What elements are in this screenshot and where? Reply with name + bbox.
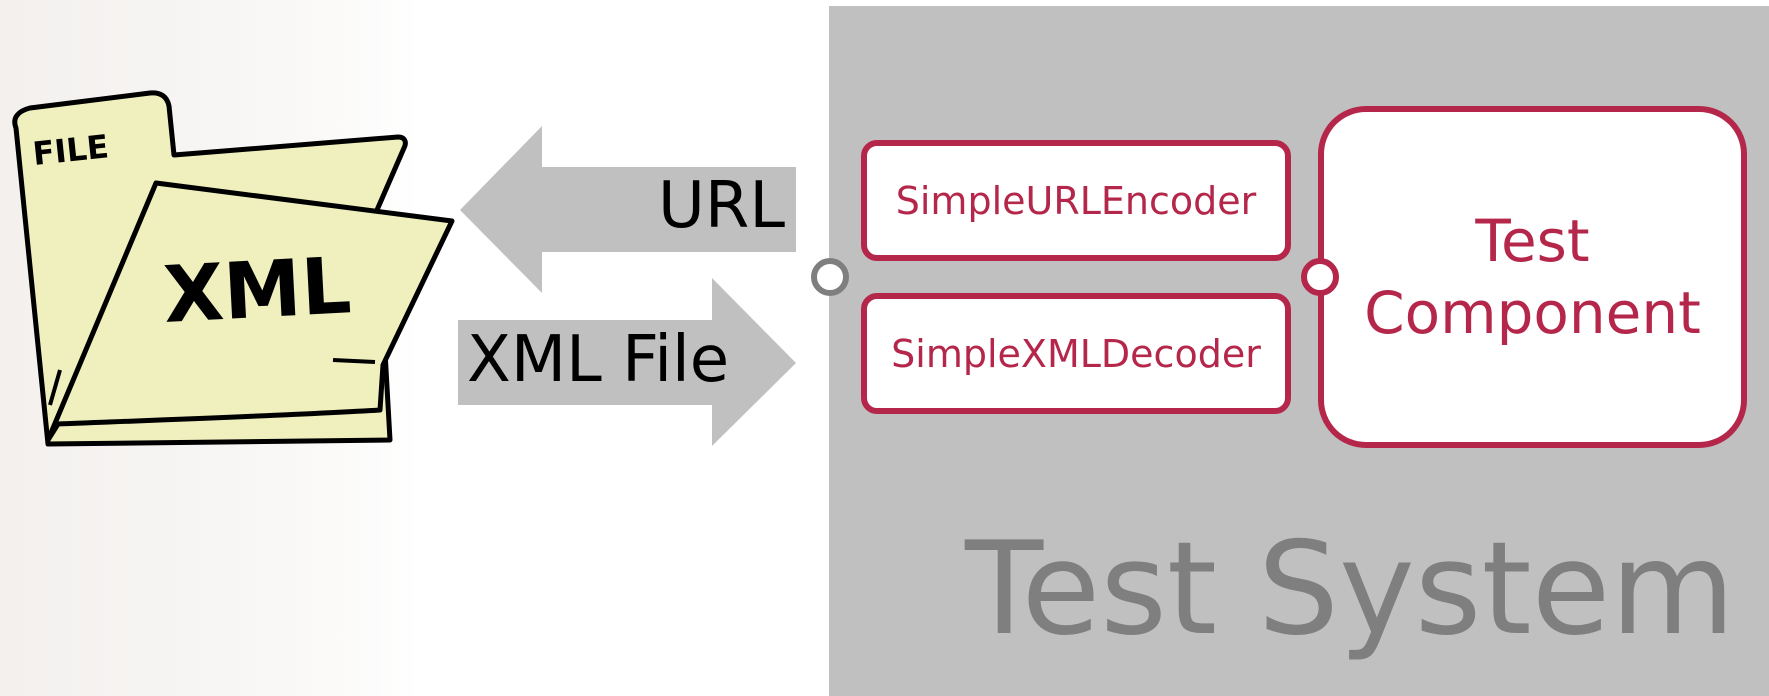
decoder-label: SimpleXMLDecoder bbox=[891, 331, 1261, 376]
folder-sketch-line-2 bbox=[332, 358, 376, 364]
folder-tab-label: FILE bbox=[31, 127, 111, 173]
xml-file-label: XML File bbox=[467, 323, 730, 397]
simple-xml-decoder-box: SimpleXMLDecoder bbox=[861, 293, 1291, 414]
folder-sketch-line bbox=[48, 369, 62, 406]
encoder-label: SimpleURLEncoder bbox=[895, 178, 1257, 223]
panel-interface-port bbox=[811, 258, 849, 296]
component-label-line2: Component bbox=[1364, 279, 1701, 347]
xml-folder-icon: FILE XML bbox=[12, 90, 455, 447]
folder-front bbox=[45, 180, 455, 443]
folder-main-label: XML bbox=[161, 241, 353, 341]
xml-file-arrow bbox=[458, 278, 796, 446]
component-label-line1: Test bbox=[1475, 207, 1590, 275]
url-arrow bbox=[460, 126, 796, 293]
component-interface-port bbox=[1301, 258, 1339, 296]
url-label: URL bbox=[658, 169, 785, 243]
simple-url-encoder-box: SimpleURLEncoder bbox=[861, 140, 1291, 261]
test-system-title: Test System bbox=[965, 515, 1736, 664]
